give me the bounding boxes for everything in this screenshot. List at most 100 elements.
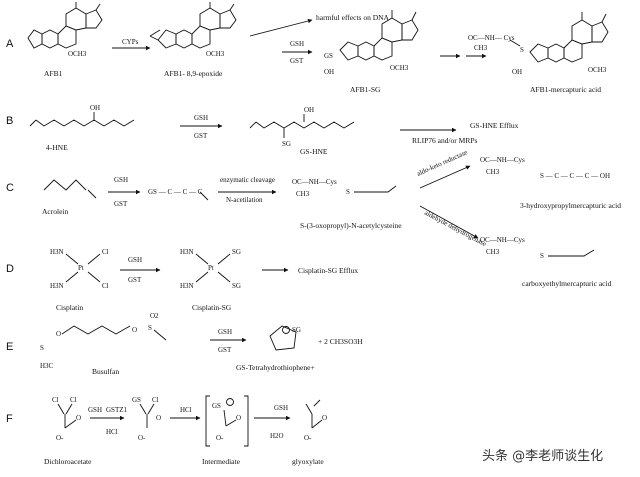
gshne-chain xyxy=(255,121,355,129)
merc-s: S xyxy=(520,46,524,54)
afb1-och3: OCH3 xyxy=(68,50,87,58)
afb1-label: AFB1 xyxy=(44,69,63,78)
carboxy-label: carboxyethylmercapturic acid xyxy=(522,279,612,288)
row-letter-b: B xyxy=(6,115,13,127)
int1-cl: Cl xyxy=(152,396,159,404)
row-letter-f: F xyxy=(6,413,13,425)
h2o-f: H2O xyxy=(270,432,284,440)
gst-d: GST xyxy=(128,276,142,284)
dna-effects: harmful effects on DNA xyxy=(316,13,390,22)
oxo-chain xyxy=(354,185,397,193)
gs-hne-label: GS-HNE xyxy=(300,147,328,156)
hcl-f-1: HCl xyxy=(106,428,118,436)
gsh-f-2: GSH xyxy=(274,404,288,412)
hyd-ocnh: OC—NH—Cys xyxy=(480,156,525,164)
methane-sulfonic: + 2 CH3SO3H xyxy=(318,337,363,346)
hyd-chain: S — C — C — C — OH xyxy=(540,172,610,180)
afb1-merc-structure: OC—NH— Cys CH3 S OH OCH3 xyxy=(468,12,609,76)
oxo-label: S-(3-oxopropyl)-N-acetylcysteine xyxy=(300,221,402,230)
thio-sg: SG xyxy=(292,326,301,334)
cissg-h3n-bot: H3N xyxy=(180,282,194,290)
gsh-f: GSH xyxy=(88,406,102,414)
bus-s-right: S xyxy=(148,324,152,332)
cissg-pt: Pt xyxy=(208,264,214,272)
thiophene-ring xyxy=(269,325,297,351)
gsh-c: GSH xyxy=(114,176,128,184)
bus-o2: O2 xyxy=(150,312,159,320)
cisplatin-label: Cisplatin xyxy=(56,303,83,312)
oxo-ch3: CH3 xyxy=(296,190,310,198)
acrolein-label: Acrolein xyxy=(42,207,68,216)
busulfan-label: Busulfan xyxy=(92,367,119,376)
row-letter-c: C xyxy=(6,182,14,194)
enz-cleavage: enzymatic cleavage xyxy=(220,176,275,184)
busulfan-chain xyxy=(61,325,131,335)
gsh-b: GSH xyxy=(194,114,208,122)
row-b: B OH 4-HNE GSH GST OH SG GS-HNE GS-HNE E… xyxy=(6,104,519,156)
dca-cl-1: Cl xyxy=(52,396,59,404)
cisplatin-sg-label: Cisplatin-SG xyxy=(192,303,232,312)
acrolein-chain xyxy=(43,179,87,191)
row-letter-d: D xyxy=(6,263,14,275)
cissg-sg-bot: SG xyxy=(232,282,241,290)
cis-pt: Pt xyxy=(78,264,84,272)
plus-charge xyxy=(282,326,290,334)
gsh-d: GSH xyxy=(128,256,142,264)
epoxide-structure: OCH3 xyxy=(149,2,237,58)
afb1-sg-structure: GS OH OCH3 xyxy=(324,10,419,76)
cissg-sg-top: SG xyxy=(232,248,241,256)
cyps-label: CYPs xyxy=(122,38,139,46)
cis-h3n-top: H3N xyxy=(50,248,64,256)
gly-o: O xyxy=(322,414,327,422)
epoxide-och3: OCH3 xyxy=(206,50,225,58)
aldh: aldehyde dehydrogenase xyxy=(423,209,488,248)
carb-ocnh: OC—NH—Cys xyxy=(480,236,525,244)
thio-label: GS-Tetrahydrothiophene+ xyxy=(236,363,315,372)
cisplatin-efflux: Cisplatin-SG Efflux xyxy=(298,266,358,275)
bus-s-left: S xyxy=(40,344,44,352)
gst-b: GST xyxy=(194,132,208,140)
bus-h3c: H3C xyxy=(40,362,54,370)
gst-c: GST xyxy=(114,200,128,208)
row-e: E O S H3C O O2 S Busulfan GSH GST SG + 2… xyxy=(6,312,363,376)
merc-ocnh: OC—NH— Cys xyxy=(468,34,515,42)
gshne-oh: OH xyxy=(304,106,314,114)
hne-oh: OH xyxy=(90,104,100,112)
int1-ominus: O- xyxy=(138,434,146,442)
gst-a: GST xyxy=(290,57,304,65)
merc-och3: OCH3 xyxy=(588,66,607,74)
gs-chain-c: GS — C — C — C xyxy=(148,188,203,196)
glyoxylate-label: glyoxylate xyxy=(292,457,324,466)
intermediate-label: Intermediate xyxy=(202,457,241,466)
row-f: F Cl Cl O O- Dichloroacetate GSH GSTZ1 H… xyxy=(6,395,327,466)
row-d: D H3N Cl Pt H3N Cl Cisplatin GSH GST H3N… xyxy=(6,248,358,312)
bus-o-left: O xyxy=(56,330,61,338)
carb-chain: S xyxy=(540,252,544,260)
dna-arrow xyxy=(249,18,313,37)
row-letter-e: E xyxy=(6,341,13,353)
merc-oh: OH xyxy=(512,68,522,76)
row-letter-a: A xyxy=(6,38,14,50)
afb1-structure: OCH3 xyxy=(27,2,103,58)
afb1-sg-label: AFB1-SG xyxy=(350,85,381,94)
int2-ominus: O- xyxy=(216,434,224,442)
afb1sg-oh: OH xyxy=(324,68,334,76)
cissg-h3n-top: H3N xyxy=(180,248,194,256)
bus-o-right: O xyxy=(132,326,137,334)
cis-cl-top: Cl xyxy=(102,248,109,256)
aldo-arrow xyxy=(419,165,471,189)
oxo-ocnh: OC—NH—Cys xyxy=(292,178,337,186)
dca-o: O xyxy=(76,414,81,422)
carb-ch3: CH3 xyxy=(486,248,500,256)
hne-chain xyxy=(35,119,135,127)
int1-gs: GS xyxy=(132,396,141,404)
bracket-right xyxy=(244,395,249,447)
afb1sg-och3: OCH3 xyxy=(390,64,409,72)
aldh-arrow xyxy=(419,205,479,239)
n-acetilation: N-acetilation xyxy=(226,196,263,204)
hydroxy-label: 3-hydroxypropylmercapturic acid xyxy=(520,201,621,210)
hcl-f-2: HCl xyxy=(180,406,192,414)
dca-cl-2: Cl xyxy=(70,396,77,404)
merc-ch3: CH3 xyxy=(474,44,488,52)
